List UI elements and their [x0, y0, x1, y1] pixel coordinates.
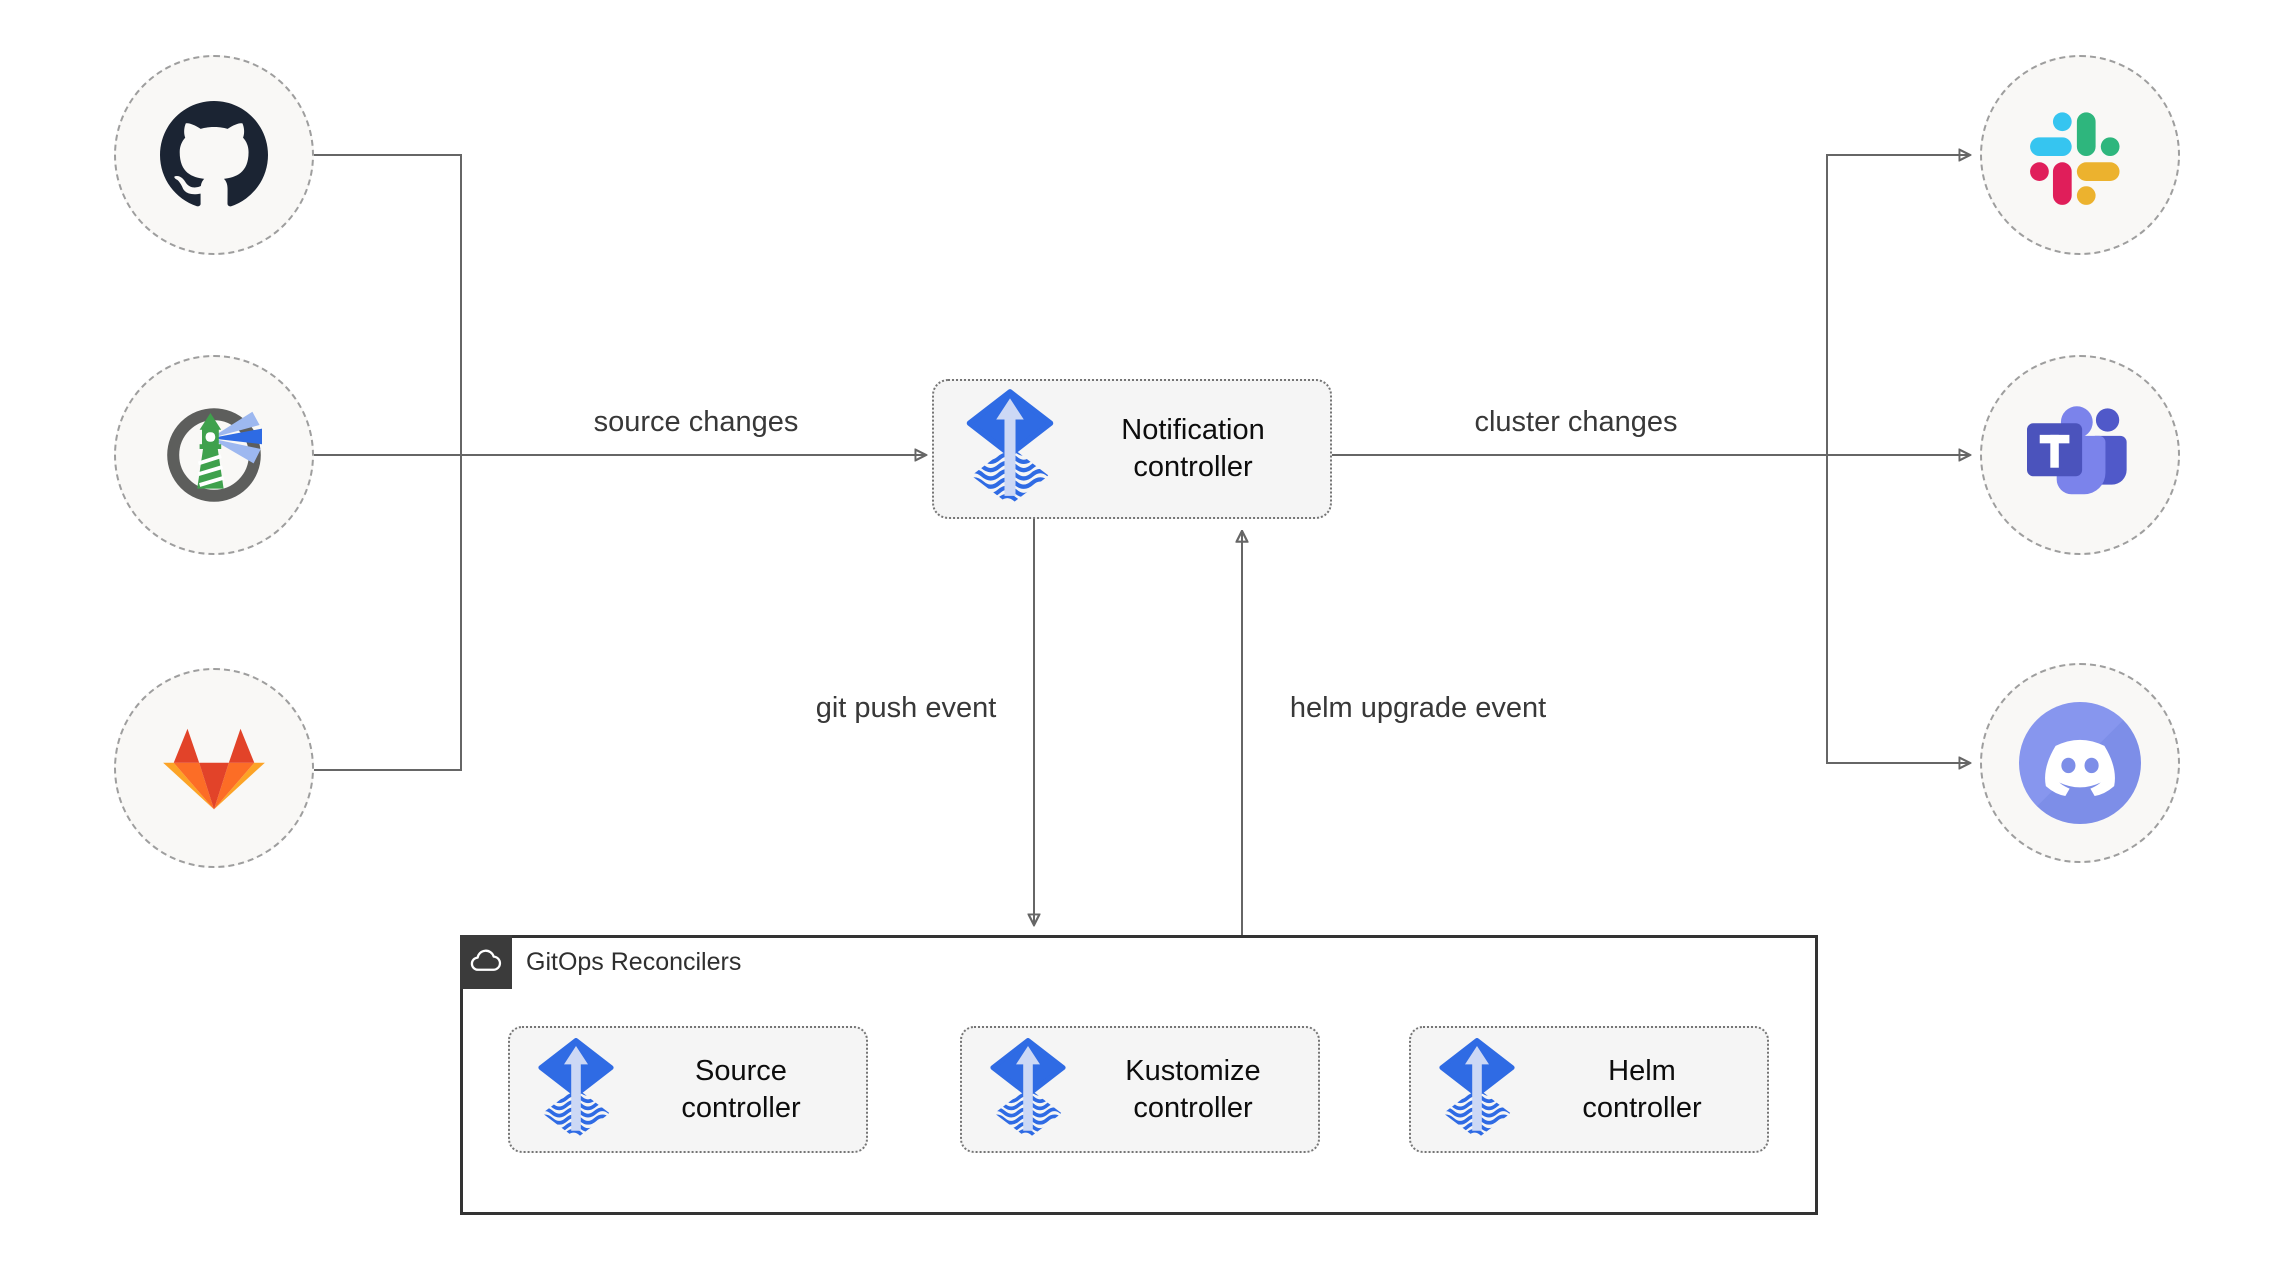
label-line: controller — [681, 1091, 801, 1124]
label-line: controller — [1133, 1091, 1253, 1124]
target-node-discord — [1980, 663, 2180, 863]
slack-icon — [2030, 112, 2120, 205]
discord-icon — [2019, 702, 2141, 824]
teams-icon — [2027, 406, 2127, 495]
github-icon — [160, 101, 268, 207]
edge-label-source-changes: source changes — [593, 406, 799, 438]
label-line: Notification — [1121, 414, 1265, 446]
notification-controller-label: Notification controller — [1056, 412, 1330, 486]
flux-icon — [988, 1038, 1068, 1142]
gitops-reconcilers-title: GitOps Reconcilers — [526, 948, 742, 976]
harbor-icon — [167, 408, 262, 502]
source-node-github — [114, 55, 314, 255]
flux-icon — [964, 389, 1056, 509]
flux-icon — [536, 1038, 616, 1142]
source-node-harbor — [114, 355, 314, 555]
label-line: controller — [1133, 451, 1253, 483]
edge-label-git-push-event: git push event — [815, 692, 997, 724]
cloud-icon — [470, 949, 502, 971]
flux-icon — [1437, 1038, 1517, 1142]
label-line: Kustomize — [1125, 1054, 1261, 1087]
label-line: Helm — [1608, 1054, 1676, 1087]
target-node-slack — [1980, 55, 2180, 255]
source-controller-label: Source controller — [616, 1053, 866, 1127]
edge-label-cluster-changes: cluster changes — [1474, 406, 1678, 438]
notification-controller-box: Notification controller — [932, 379, 1332, 519]
helm-controller-label: Helm controller — [1517, 1053, 1767, 1127]
gitops-reconcilers-badge — [460, 935, 512, 989]
label-line: controller — [1582, 1091, 1702, 1124]
kustomize-controller-box: Kustomize controller — [960, 1026, 1320, 1153]
source-controller-box: Source controller — [508, 1026, 868, 1153]
target-node-teams — [1980, 355, 2180, 555]
edge-label-helm-upgrade-event: helm upgrade event — [1289, 692, 1547, 724]
kustomize-controller-label: Kustomize controller — [1068, 1053, 1318, 1127]
gitlab-icon — [163, 728, 265, 810]
label-line: Source — [695, 1054, 787, 1087]
helm-controller-box: Helm controller — [1409, 1026, 1769, 1153]
source-node-gitlab — [114, 668, 314, 868]
